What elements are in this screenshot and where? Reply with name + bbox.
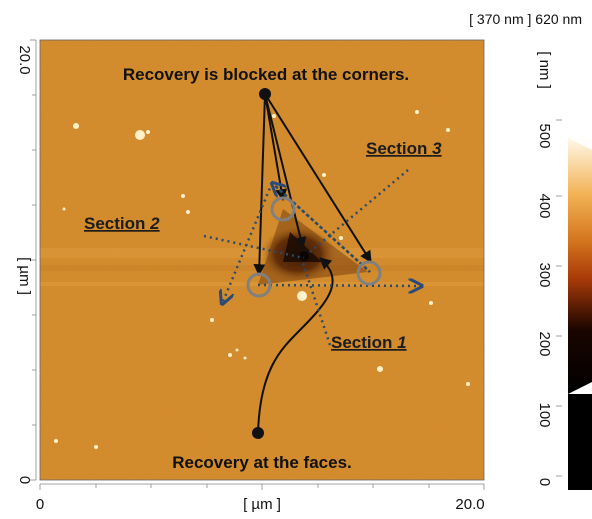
corner-circle-left (246, 272, 272, 298)
x-axis-min: 0 (36, 496, 44, 513)
section-2-line (203, 234, 305, 260)
triangle-edge-left (222, 182, 274, 304)
colorbar: [ nm ] 500 400 300 200 100 0 (536, 51, 592, 490)
colorbar-unit-label: [ nm ] (536, 51, 553, 89)
corner-circle-top (270, 196, 296, 222)
colorbar-tick-400: 400 (536, 193, 553, 218)
x-axis-label: [ µm ] (243, 496, 281, 513)
image-frame (39, 39, 485, 481)
y-axis: 20.0 [ µm ] 0 (16, 39, 37, 484)
x-axis-max: 20.0 (455, 496, 484, 513)
x-axis: 0 [ µm ] 20.0 (36, 483, 485, 513)
afm-height-image (40, 40, 484, 480)
scan-streak (40, 265, 484, 271)
colorbar-gradient (568, 138, 592, 394)
top-caption: Recovery is blocked at the corners. (123, 65, 409, 84)
face-pointer-curve (257, 257, 334, 434)
colorbar-black-region (568, 394, 592, 490)
colorbar-tick-500: 500 (536, 123, 553, 148)
corner-pointer-lines (253, 93, 372, 277)
scan-streak (40, 282, 484, 286)
colorbar-tick-300: 300 (536, 262, 553, 287)
section-1-label: Section 1 (331, 333, 407, 352)
surface-particles (54, 110, 470, 449)
face-pointer-origin (252, 427, 264, 439)
colorbar-tick-200: 200 (536, 331, 553, 356)
section-lines (203, 169, 422, 346)
section-1-label-text: Section 1 (331, 333, 407, 352)
section-2-label-text: Section 2 (84, 214, 160, 233)
corner-pointer-origin (259, 88, 271, 100)
y-axis-label: [ µm ] (16, 257, 33, 295)
height-range-label: [ 370 nm ] 620 nm (469, 11, 582, 27)
triangle-edge-top (272, 183, 371, 273)
corner-markers (246, 196, 382, 298)
y-axis-max: 20.0 (16, 45, 33, 74)
colorbar-tick-100: 100 (536, 402, 553, 427)
section-2-label: Section 2 (84, 214, 160, 233)
bottom-caption: Recovery at the faces. (172, 453, 352, 472)
section-3-label-text: Section 3 (366, 139, 442, 158)
corner-circle-right (356, 260, 382, 286)
y-axis-min: 0 (16, 476, 33, 484)
section-3-label: Section 3 (366, 139, 442, 158)
colorbar-tick-0: 0 (536, 478, 553, 486)
